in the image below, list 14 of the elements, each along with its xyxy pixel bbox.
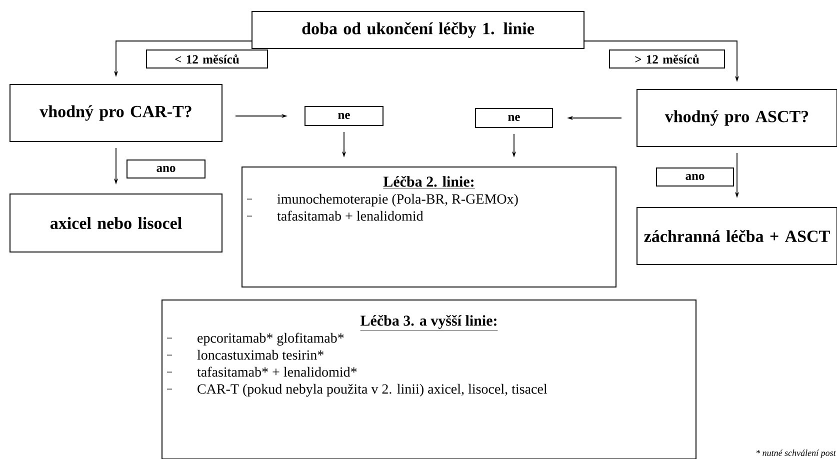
process-box: axicel nebo lisocel [10,194,222,252]
label-box: < 12 měsíců [146,50,268,68]
footnote: * nutné schválení post [756,450,836,458]
treatment-box: Léčba 2. linie: imunochemoterapie (Pola-BR, R-GEMOx) tafasitamab + lenalidomid [242,166,616,288]
label-box: > 12 měsíců [609,50,725,68]
label-box: ne [475,108,553,128]
process-box: vhodný pro CAR-T? [10,84,222,142]
process-box: záchranná léčba + ASCT [636,207,837,265]
label-box: ne [304,106,384,126]
label-box: ano [656,168,734,186]
label-box: ano [126,160,206,178]
treatment-box: Léčba 3. a vyšší linie: epcoritamab* glofitamab* loncastuximab tesirin* tafasitamab* + lenalidomid* CAR-T (pokud nebyla použita v 2. linii) axicel, lisocel, tisacel [162,300,696,459]
process-box: vhodný pro ASCT? [636,89,837,147]
process-box: doba od ukončení léčby 1. linie [252,11,584,49]
